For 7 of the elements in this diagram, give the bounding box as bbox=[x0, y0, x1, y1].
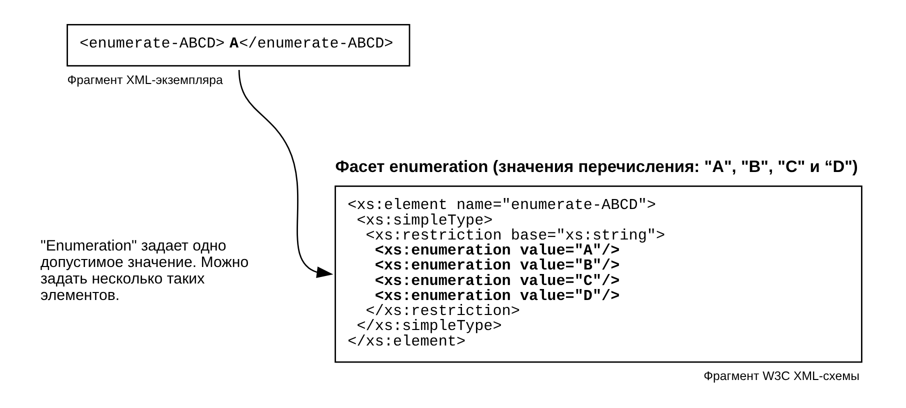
node-box: <xs:element name="enumerate-ABCD"> <xs:simpleType> <xs:restriction base="xs:string"> <xs:enumeration value="A"/> <xs:enumeration value="B"/> <xs:enumeration value="C"/> <xs:enumeration value="D"/> </xs:restriction> </xs:simpleType> </xs:element> bbox=[334, 185, 862, 363]
node-label: Фрагмент XML-экземпляра bbox=[66, 73, 222, 88]
node-box: <enumerate-ABCD>A</enumerate-ABCD> bbox=[66, 24, 410, 67]
label: "Enumeration" задает одно допустимое значение. Можно задать несколько таких элементов. bbox=[40, 237, 248, 304]
arrow bbox=[238, 70, 333, 278]
node-label: Фасет enumeration (значения перечисления: "A", "B", "C" и “D") bbox=[334, 158, 858, 176]
node-label: Фрагмент W3C XML-схемы bbox=[703, 369, 859, 384]
